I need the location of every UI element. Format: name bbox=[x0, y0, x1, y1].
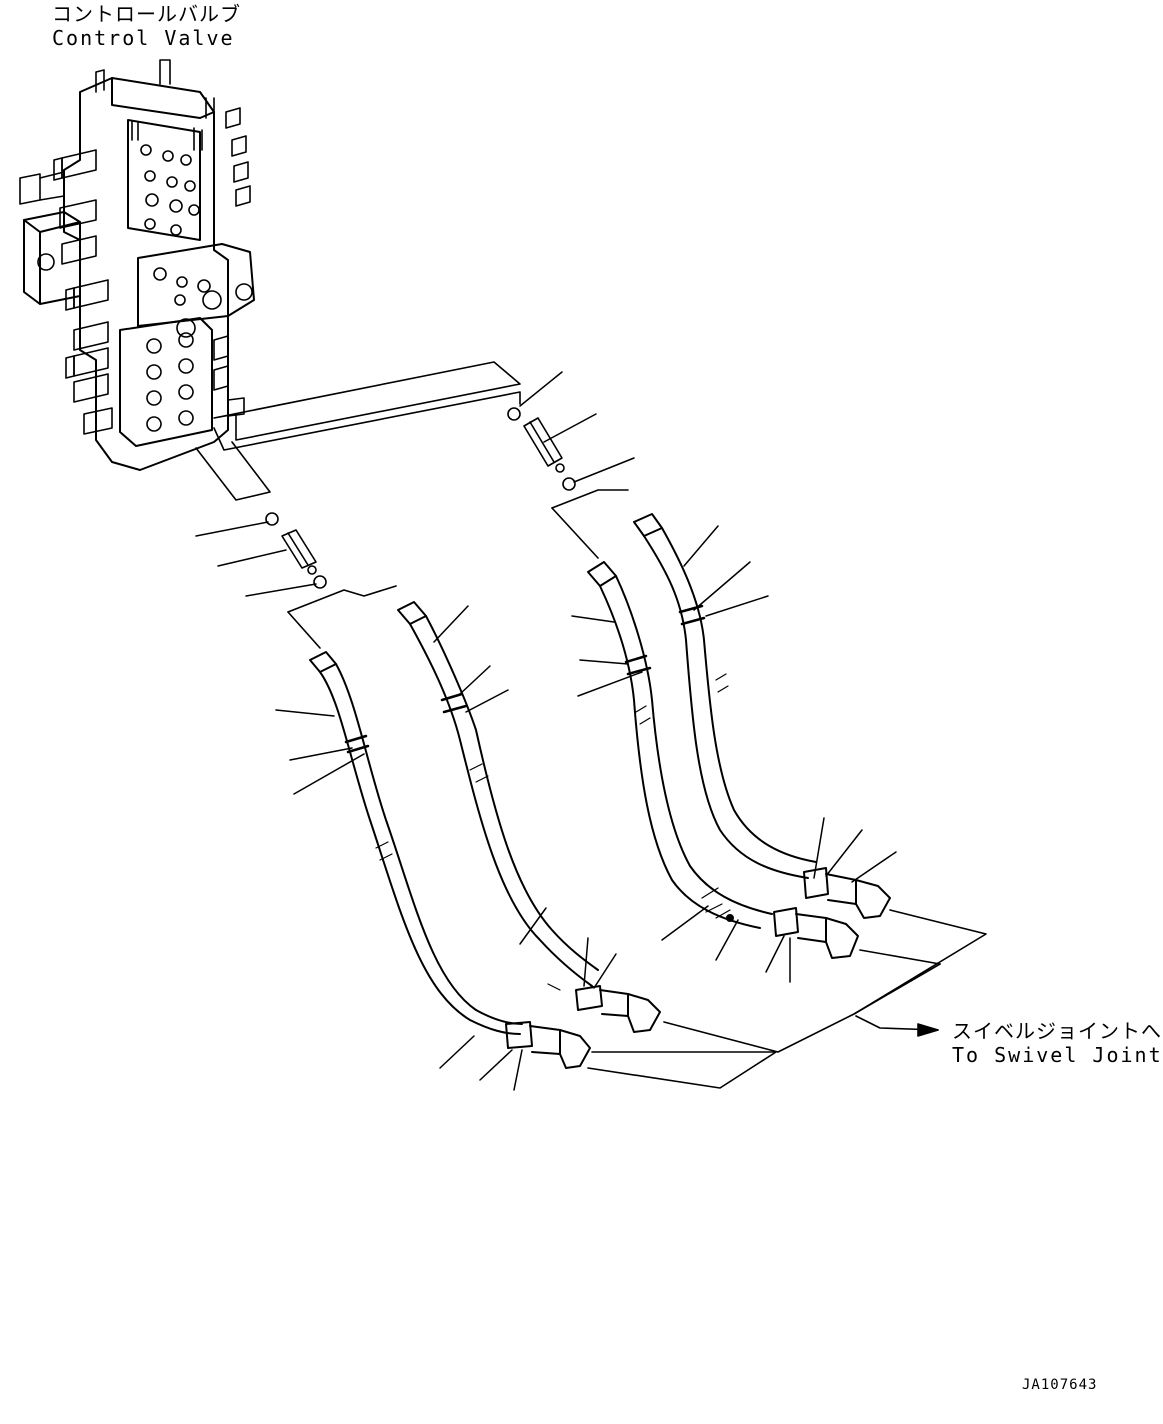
callout-lines bbox=[195, 371, 897, 1091]
swivel-joint-label-jp: スイベルジョイントへ bbox=[952, 1019, 1162, 1043]
control-valve-label-jp: コントロールバルブ bbox=[52, 2, 241, 26]
piping-outline-lower bbox=[587, 909, 987, 1089]
control-valve-label-en: Control Valve bbox=[52, 26, 235, 50]
control-valve-assembly bbox=[19, 59, 255, 471]
hose-right-2 bbox=[633, 513, 891, 919]
hose-left-1 bbox=[309, 651, 591, 1069]
swivel-joint-label-en: To Swivel Joint bbox=[952, 1043, 1163, 1067]
piping-outline-upper bbox=[195, 361, 629, 649]
hose-right-1 bbox=[587, 561, 859, 959]
drawing-code: JA107643 bbox=[1022, 1377, 1098, 1393]
fittings bbox=[265, 407, 576, 589]
hose-left-2 bbox=[397, 601, 661, 1033]
